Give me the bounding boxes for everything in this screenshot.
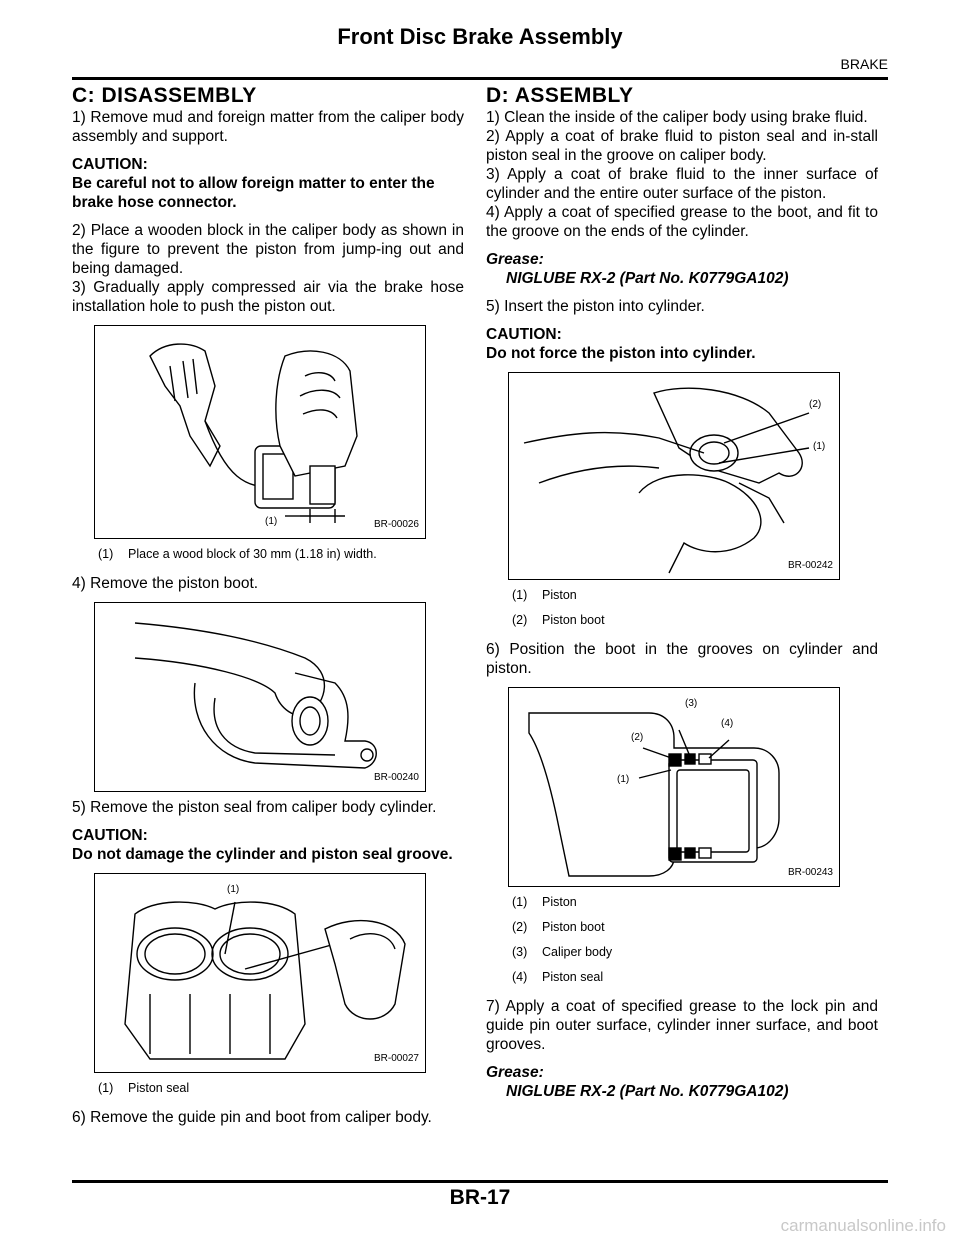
figure-piston-boot: BR-00240	[94, 602, 426, 792]
disassembly-step-2: 2) Place a wooden block in the caliper b…	[72, 222, 464, 277]
callout-1: (1)	[265, 516, 278, 527]
page-title: Front Disc Brake Assembly	[337, 24, 623, 49]
legend-item: (1) Piston	[512, 586, 878, 605]
legend-item: (1) Place a wood block of 30 mm (1.18 in…	[98, 545, 464, 564]
assembly-step-3: 3) Apply a coat of brake fluid to the in…	[486, 166, 878, 202]
figure-code: BR-00242	[787, 560, 833, 571]
figure-code: BR-00026	[373, 519, 419, 530]
legend-item: (3) Caliper body	[512, 943, 878, 962]
caution-title: CAUTION:	[72, 827, 148, 844]
assembly-step-6: 6) Position the boot in the grooves on c…	[486, 641, 878, 677]
legend-item: (4) Piston seal	[512, 968, 878, 987]
disassembly-step-4: 4) Remove the piston boot.	[72, 575, 259, 592]
legend-text: Piston	[542, 588, 577, 602]
legend-item: (2) Piston boot	[512, 611, 878, 630]
figure-legend: (1) Piston seal	[98, 1079, 464, 1098]
watermark: carmanualsonline.info	[780, 1216, 946, 1235]
disassembly-column: C: DISASSEMBLY 1) Remove mud and foreign…	[72, 84, 464, 1136]
assembly-step-2: 2) Apply a coat of brake fluid to piston…	[486, 128, 878, 164]
legend-text: Place a wood block of 30 mm (1.18 in) wi…	[128, 547, 377, 561]
header-rule	[72, 77, 888, 80]
legend-number: (1)	[98, 1081, 114, 1095]
figure-legend: (1) Place a wood block of 30 mm (1.18 in…	[98, 545, 464, 564]
figure-code: BR-00240	[373, 772, 419, 783]
grease-label: Grease:	[486, 1064, 544, 1081]
legend-number: (1)	[98, 547, 114, 561]
grease-label: Grease:	[486, 251, 544, 268]
caution-box: CAUTION: Be careful not to allow foreign…	[72, 155, 464, 212]
grease-spec: Grease: NIGLUBE RX-2 (Part No. K0779GA10…	[486, 250, 878, 288]
assembly-column: D: ASSEMBLY 1) Clean the inside of the c…	[486, 84, 878, 1110]
figure-boot-groove: (3) (4) (2) (1) BR-00243	[508, 687, 840, 887]
disassembly-step-5: 5) Remove the piston seal from caliper b…	[72, 799, 437, 816]
figure-code: BR-00243	[787, 867, 833, 878]
caution-box: CAUTION: Do not force the piston into cy…	[486, 325, 878, 363]
caution-box: CAUTION: Do not damage the cylinder and …	[72, 826, 464, 864]
caution-text: Do not force the piston into cylinder.	[486, 345, 756, 362]
callout-2: (2)	[809, 399, 822, 410]
callout-1: (1)	[227, 884, 240, 895]
assembly-step-4: 4) Apply a coat of specified grease to t…	[486, 204, 878, 240]
figure-legend: (1) Piston (2) Piston boot	[512, 586, 878, 630]
figure-wood-block: (1) BR-00026	[94, 325, 426, 539]
figure-piston-seal: (1) BR-00027	[94, 873, 426, 1073]
legend-number: (3)	[512, 945, 528, 959]
legend-number: (2)	[512, 920, 528, 934]
legend-number: (2)	[512, 613, 528, 627]
assembly-step-7: 7) Apply a coat of specified grease to t…	[486, 998, 878, 1053]
callout-1: (1)	[813, 441, 826, 452]
grease-value: NIGLUBE RX-2 (Part No. K0779GA102)	[506, 1083, 789, 1100]
legend-item: (2) Piston boot	[512, 918, 878, 937]
disassembly-step-6: 6) Remove the guide pin and boot from ca…	[72, 1109, 432, 1126]
figure-legend: (1) Piston (2) Piston boot (3) Caliper b…	[512, 893, 878, 987]
disassembly-step-1: 1) Remove mud and foreign matter from th…	[72, 109, 464, 145]
legend-text: Piston seal	[128, 1081, 190, 1095]
disassembly-step-3: 3) Gradually apply compressed air via th…	[72, 279, 464, 315]
footer-rule	[72, 1180, 888, 1183]
callout-4: (4)	[721, 718, 734, 729]
grease-spec: Grease: NIGLUBE RX-2 (Part No. K0779GA10…	[486, 1063, 878, 1101]
callout-3: (3)	[685, 698, 698, 709]
legend-text: Piston	[542, 895, 577, 909]
legend-item: (1) Piston	[512, 893, 878, 912]
legend-text: Piston boot	[542, 613, 605, 627]
callout-2: (2)	[631, 732, 644, 743]
legend-number: (1)	[512, 895, 528, 909]
caution-title: CAUTION:	[486, 326, 562, 343]
section-label: BRAKE	[840, 56, 888, 72]
caution-text: Do not damage the cylinder and piston se…	[72, 846, 453, 863]
figure-insert-piston: (2) (1) BR-00242	[508, 372, 840, 580]
caution-text: Be careful not to allow foreign matter t…	[72, 175, 435, 211]
assembly-step-5: 5) Insert the piston into cylinder.	[486, 298, 705, 315]
legend-text: Caliper body	[542, 945, 613, 959]
callout-1: (1)	[617, 774, 630, 785]
legend-number: (1)	[512, 588, 528, 602]
legend-number: (4)	[512, 970, 528, 984]
legend-text: Piston seal	[542, 970, 604, 984]
grease-value: NIGLUBE RX-2 (Part No. K0779GA102)	[506, 270, 789, 287]
page-number: BR-17	[449, 1186, 511, 1209]
legend-item: (1) Piston seal	[98, 1079, 464, 1098]
figure-code: BR-00027	[373, 1053, 419, 1064]
assembly-heading: D: ASSEMBLY	[486, 84, 634, 107]
disassembly-heading: C: DISASSEMBLY	[72, 84, 257, 107]
legend-text: Piston boot	[542, 920, 605, 934]
caution-title: CAUTION:	[72, 156, 148, 173]
assembly-step-1: 1) Clean the inside of the caliper body …	[486, 109, 868, 126]
